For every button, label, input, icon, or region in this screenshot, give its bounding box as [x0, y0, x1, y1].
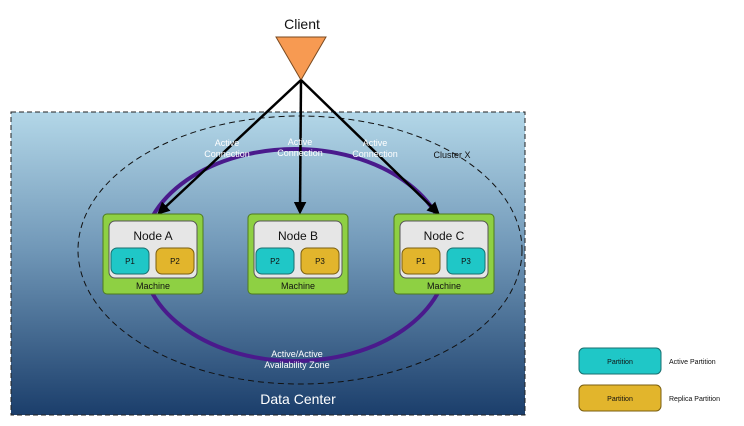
node-c-partition-1	[401, 247, 441, 275]
client-label: Client	[284, 16, 320, 32]
machine-c: Node C P1 P3 Machine	[393, 213, 495, 295]
client: Client	[275, 16, 327, 81]
client-icon	[275, 36, 327, 81]
node-b-partition-2-label: P3	[315, 257, 325, 266]
node-a-partition-2	[155, 247, 195, 275]
node-c-label: Node C	[424, 229, 465, 243]
node-a-partition-1-label: P1	[125, 257, 135, 266]
cluster-label: Cluster X	[433, 150, 470, 160]
legend-replica-box-label: Partition	[607, 396, 633, 403]
legend-active-box-label: Partition	[607, 359, 633, 366]
legend-replica-swatch	[578, 384, 662, 412]
zone-label-line1: Active/Active	[271, 349, 323, 359]
legend: Partition Active Partition Partition Rep…	[578, 347, 720, 412]
connections: Active Connection Active Connection Acti…	[157, 79, 440, 215]
machine-c-label: Machine	[427, 281, 461, 291]
connection-arrow-a	[157, 79, 302, 215]
connection-arrow-c	[300, 79, 440, 215]
legend-replica-description: Replica Partition	[669, 396, 720, 403]
machine-a: Node A P1 P2 Machine	[102, 213, 204, 295]
node-b-partition-2	[300, 247, 340, 275]
legend-active-description: Active Partition	[669, 359, 716, 366]
zone-label-line2: Availability Zone	[264, 360, 329, 370]
connection-arrow-b	[293, 79, 307, 215]
data-center-label: Data Center	[260, 391, 336, 407]
machine-b-label: Machine	[281, 281, 315, 291]
node-a-label: Node A	[133, 229, 172, 243]
connection-label-c-line1: Active	[363, 138, 388, 148]
connection-label-c-line2: Connection	[352, 149, 398, 159]
connection-label-b-line2: Connection	[277, 148, 323, 158]
node-b-label: Node B	[278, 229, 318, 243]
node-a-partition-2-label: P2	[170, 257, 180, 266]
node-b-partition-1-label: P2	[270, 257, 280, 266]
machine-b: Node B P2 P3 Machine	[247, 213, 349, 295]
connection-label-a-line2: Connection	[204, 149, 250, 159]
node-c-partition-2	[446, 247, 486, 275]
node-a-partition-1	[110, 247, 150, 275]
connection-label-b-line1: Active	[288, 137, 313, 147]
connection-label-a-line1: Active	[215, 138, 240, 148]
legend-active-swatch	[578, 347, 662, 375]
node-c-partition-1-label: P1	[416, 257, 426, 266]
node-b-partition-1	[255, 247, 295, 275]
legend-item-active: Partition Active Partition	[578, 347, 716, 375]
machines: Node A P1 P2 Machine Node B P2 P3 Machin…	[102, 213, 495, 295]
legend-item-replica: Partition Replica Partition	[578, 384, 720, 412]
node-c-partition-2-label: P3	[461, 257, 471, 266]
machine-a-label: Machine	[136, 281, 170, 291]
